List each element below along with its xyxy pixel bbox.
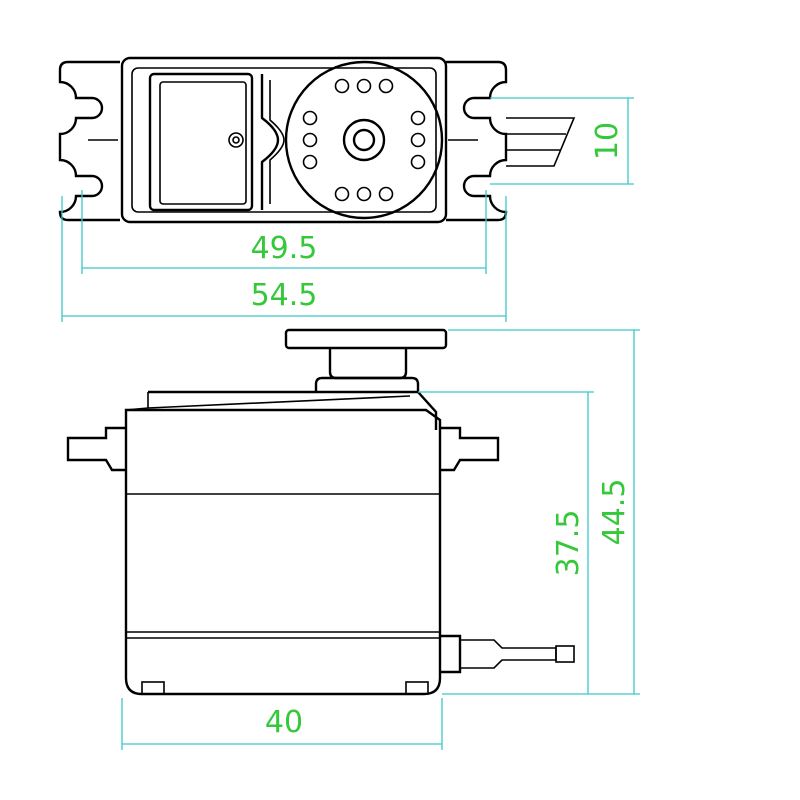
top-view-panel-screw-center xyxy=(232,136,240,144)
side-view-left-ear xyxy=(66,426,126,472)
dim-label-hole-spacing: 49.5 xyxy=(251,231,318,266)
horn-hole xyxy=(302,154,318,170)
top-view-horn-holes xyxy=(302,78,426,202)
side-view-right-foot xyxy=(405,681,429,695)
dim-label-tab-width: 10 xyxy=(590,122,625,160)
top-view-mounting-flange xyxy=(58,60,508,222)
side-view-strain-relief xyxy=(440,634,462,674)
top-view-cable xyxy=(506,117,576,167)
horn-hole xyxy=(378,78,394,94)
side-view-top-shoulder xyxy=(148,390,438,430)
top-view-divider-notch-inner xyxy=(269,80,285,204)
side-view-shaft-boss xyxy=(314,376,420,392)
top-view-horn-shaft xyxy=(352,128,376,152)
horn-hole xyxy=(334,78,350,94)
top-view-panel-screw xyxy=(228,132,244,148)
dim-label-overall-width: 54.5 xyxy=(251,278,318,313)
top-view xyxy=(58,56,576,224)
horn-hole xyxy=(302,132,318,148)
side-view-left-foot xyxy=(141,681,165,695)
horn-hole xyxy=(334,186,350,202)
side-view xyxy=(66,328,575,696)
side-view-right-ear xyxy=(440,426,500,472)
horn-hole xyxy=(356,78,372,94)
top-view-case-inner xyxy=(131,67,437,213)
top-view-case xyxy=(120,56,448,224)
horn-hole xyxy=(410,154,426,170)
side-view-top-bevel xyxy=(125,392,411,411)
dim-label-case-height: 37.5 xyxy=(551,510,586,577)
horn-hole xyxy=(410,110,426,126)
side-view-connector xyxy=(555,645,575,663)
horn-hole xyxy=(410,132,426,148)
horn-hole xyxy=(378,186,394,202)
top-view-horn-hub xyxy=(342,118,386,162)
dim-label-case-depth: 40 xyxy=(265,705,303,740)
side-view-horn-disc xyxy=(284,328,448,350)
horn-hole xyxy=(302,110,318,126)
side-view-case xyxy=(124,408,442,696)
side-view-cable xyxy=(460,639,557,669)
top-view-left-panel xyxy=(148,72,254,212)
top-view-output-horn xyxy=(284,60,444,220)
horn-hole xyxy=(356,186,372,202)
dim-label-overall-height: 44.5 xyxy=(597,479,632,546)
side-view-horn-neck xyxy=(328,348,408,380)
top-view-left-panel-inner xyxy=(159,81,247,205)
top-view-divider-notch xyxy=(260,74,280,210)
dimension-annotations: 49.5 54.5 10 37.5 44.5 40 xyxy=(61,97,640,750)
